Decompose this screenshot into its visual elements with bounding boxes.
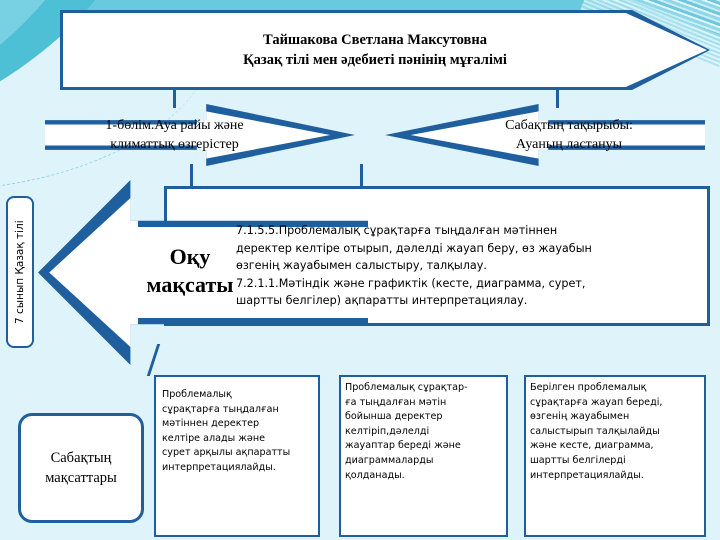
- connector-header-to-section: [173, 88, 176, 108]
- criteria-label-box: [18, 413, 144, 523]
- section-label: 1-бөлім.Ауа райы және климаттық өзгеріст…: [105, 118, 244, 152]
- criteria-card-text: Проблемалық сұрақтарға тыңдалған мәтінне…: [162, 389, 291, 473]
- teacher-role: Қазақ тілі мен әдебиеті пәнінің мұғалімі: [243, 52, 507, 68]
- class-subject-badge: [6, 196, 34, 348]
- header-banner-fill: [63, 13, 707, 87]
- criteria-card: [524, 375, 706, 537]
- connector-header-to-topic: [556, 88, 559, 108]
- criteria-card-text: Проблемалық сұрақтар- ға тыңдалған мәтін…: [345, 382, 468, 481]
- criteria-label: Сабақтың мақсаттары: [45, 450, 117, 486]
- criteria-card-text: Берілген проблемалық сұрақтарға жауап бе…: [530, 382, 663, 481]
- criteria-card: [154, 375, 320, 537]
- header-banner: [60, 10, 710, 90]
- objectives-text: 7.1.5.5.Проблемалық сұрақтарға тыңдалған…: [236, 224, 592, 307]
- connector-topic-to-objectives: [360, 164, 363, 186]
- class-subject-label: 7 сынып Қазақ тілі: [14, 220, 26, 324]
- lesson-topic-label: Сабақтың тақырыбы: Ауаның ластануы: [505, 118, 633, 152]
- header-text-group: Тайшакова Светлана Максутовна Қазақ тілі…: [70, 12, 680, 88]
- connector-section-to-objectives: [190, 164, 193, 186]
- objectives-arrow-label: Оқу мақсаты: [146, 244, 234, 297]
- teacher-name: Тайшакова Светлана Максутовна: [263, 32, 487, 48]
- criteria-card: [339, 375, 508, 537]
